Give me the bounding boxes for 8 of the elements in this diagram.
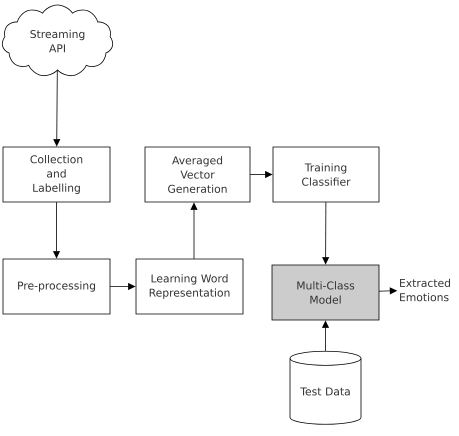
process-box: Learning Word Representation xyxy=(136,258,244,314)
output-label: Extracted Emotions xyxy=(400,278,450,302)
process-box: Pre-processing xyxy=(2,258,110,314)
process-box: Collection and Labelling xyxy=(2,146,110,202)
process-box: Multi-Class Model xyxy=(272,264,380,320)
process-box: Averaged Vector Generation xyxy=(144,146,250,202)
database-cylinder: Test Data xyxy=(290,350,362,425)
process-box: Training Classifier xyxy=(272,146,380,202)
